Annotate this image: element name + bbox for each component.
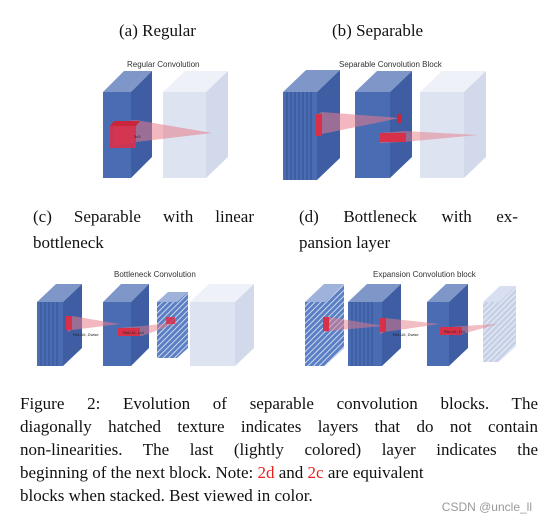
- caption-word: Separable: [73, 207, 141, 226]
- expanded-middle-stack: [348, 284, 401, 366]
- caption-text: and: [278, 463, 304, 482]
- caption-word: with: [441, 207, 472, 226]
- subfigure-b-caption: (b) Separable: [332, 21, 424, 40]
- caption-line: non-linearities. The last (lightly color…: [20, 440, 538, 459]
- depthwise-output-voxel: [397, 114, 402, 123]
- panel-d-label-1x1: ReLU6, 1x1: [444, 329, 466, 334]
- panel-d-diagram: [305, 284, 516, 366]
- panel-c-diagram: [37, 284, 254, 366]
- middle-block: [103, 284, 149, 366]
- caption-word: (d): [299, 207, 319, 226]
- panel-b-diagram: [283, 70, 486, 180]
- output-tensor-block-light: [163, 71, 228, 178]
- panel-c-label-dwise: ReLU6, Dwise: [73, 332, 99, 337]
- figure-caption: Figure 2: Evolution of separable convolu…: [20, 392, 538, 507]
- caption-line: Figure 2: Evolution of separable convolu…: [20, 394, 538, 413]
- conv-kernel-face: [110, 126, 136, 148]
- caption-text: beginning of the next block. Note:: [20, 463, 254, 482]
- caption-line: beginning of the next block. Note: 2d an…: [20, 461, 538, 484]
- next-block-light: [190, 284, 254, 366]
- output-tensor-block-light: [420, 71, 486, 178]
- subfigure-a-caption: (a) Regular: [119, 21, 196, 40]
- caption-word: linear: [215, 207, 254, 226]
- next-hatched-light: [483, 286, 516, 362]
- caption-word: (c): [33, 207, 52, 226]
- caption-text: are equivalent: [327, 463, 424, 482]
- panel-a-diagram: 3x3: [103, 71, 228, 178]
- conv-kernel: [110, 121, 140, 126]
- depthwise-input-stack: [283, 70, 340, 180]
- panel-d-title: Expansion Convolution block: [373, 270, 476, 279]
- depthwise-output-block: [427, 284, 468, 366]
- caption-word: ex-: [496, 207, 518, 226]
- subfigure-d-caption-line1: (d) Bottleneck with ex-: [299, 204, 518, 230]
- panel-a-title: Regular Convolution: [127, 60, 200, 69]
- depthwise-kernel: [316, 114, 322, 136]
- panel-c-label-1x1: ReLU6, 1x1: [123, 330, 145, 335]
- subfigure-c-caption-line2: bottleneck: [33, 233, 104, 252]
- subfigure-d-caption-line2: pansion layer: [299, 233, 391, 252]
- caption-word: Bottleneck: [343, 207, 417, 226]
- panel-b-title: Separable Convolution Block: [339, 60, 442, 69]
- figure-reference-link[interactable]: 2d: [257, 463, 275, 482]
- caption-word: with: [163, 207, 194, 226]
- panel-d-label-dwise: ReLU6, Dwise: [393, 332, 419, 337]
- caption-line: blocks when stacked. Best viewed in colo…: [20, 486, 313, 505]
- panel-c-title: Bottleneck Convolution: [114, 270, 196, 279]
- middle-tensor-block: [355, 71, 412, 178]
- caption-line: diagonally hatched texture indicates lay…: [20, 417, 538, 436]
- watermark: CSDN @uncle_ll: [441, 500, 532, 514]
- subfigure-c-caption-line1: (c) Separable with linear: [33, 204, 254, 230]
- receptive-field-projection: [114, 120, 212, 146]
- figure-reference-link[interactable]: 2c: [307, 463, 324, 482]
- pointwise-kernel: [380, 133, 406, 142]
- depthwise-projection: [318, 112, 400, 136]
- svg-text:3x3: 3x3: [134, 134, 141, 139]
- linear-bottleneck-hatched: [157, 292, 188, 358]
